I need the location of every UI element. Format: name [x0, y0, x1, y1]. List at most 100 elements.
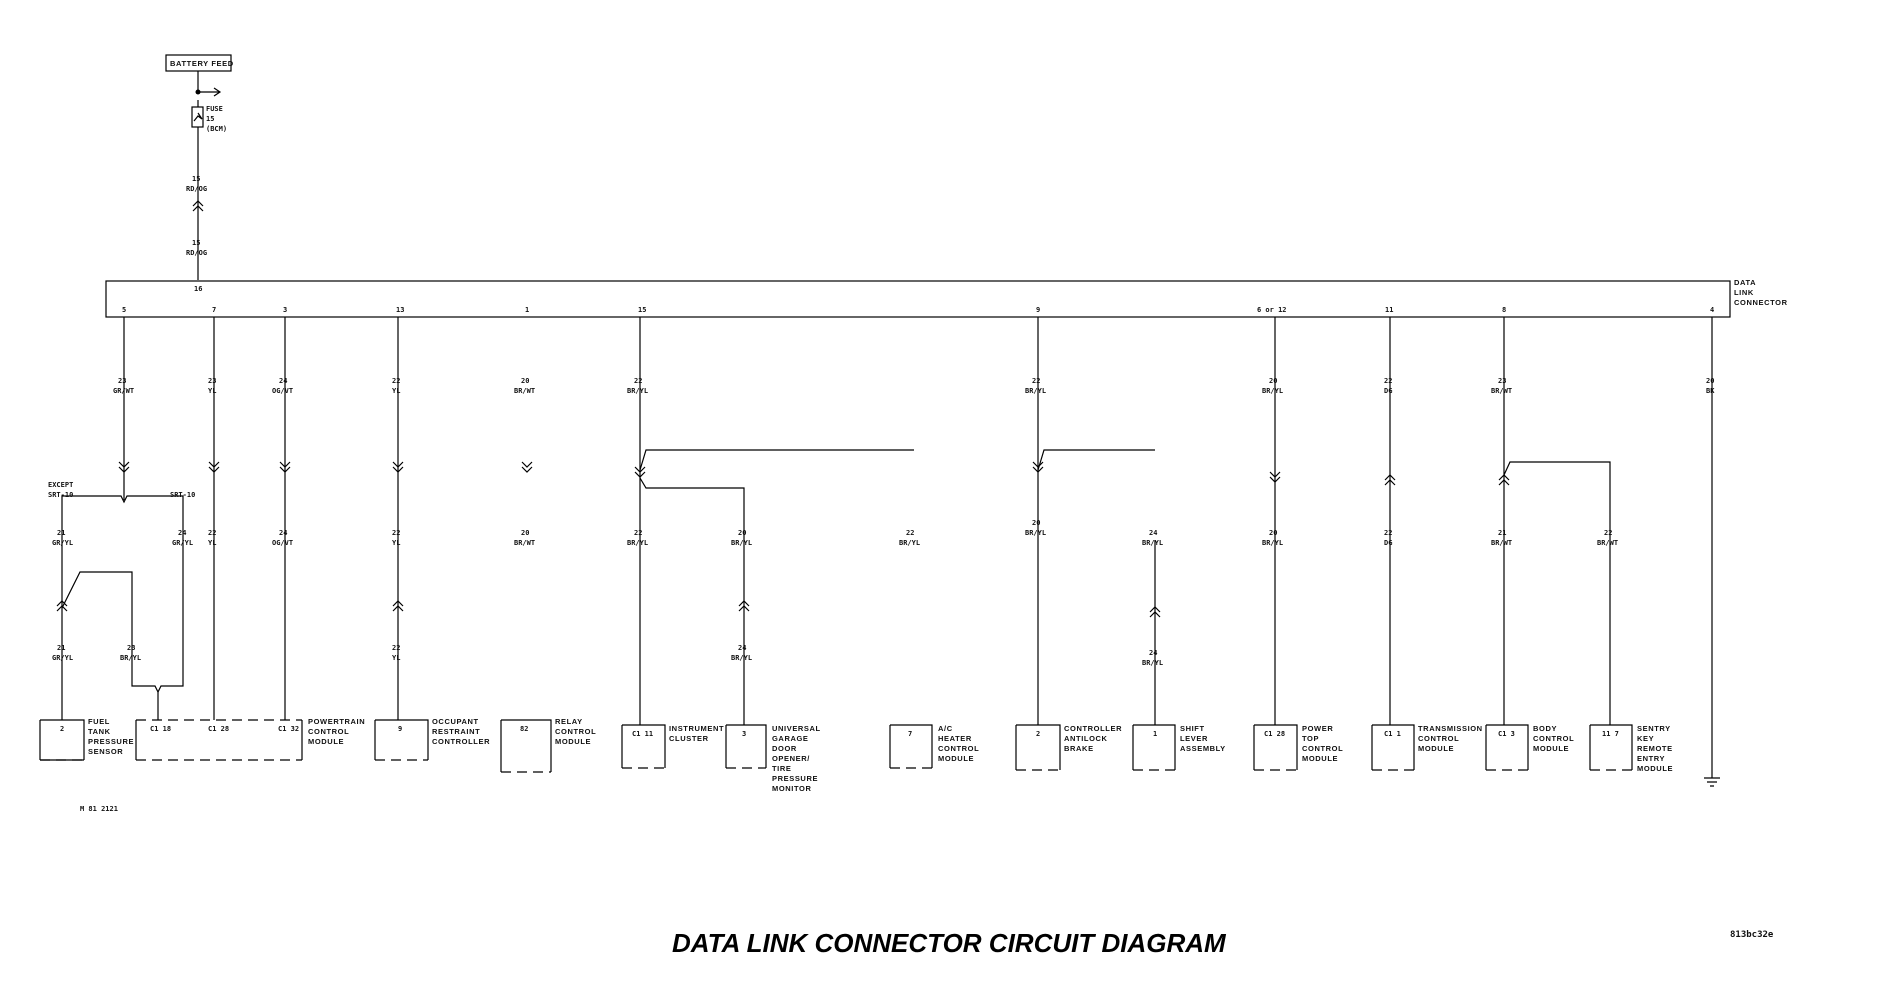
module-name: RESTRAINT	[432, 727, 480, 736]
wire-color: BR/WT	[1597, 539, 1618, 547]
module-box-orc	[374, 719, 429, 760]
module-name: DOOR	[772, 744, 797, 753]
figure-id: 813bc32e	[1730, 930, 1774, 940]
wire-gauge: 21	[57, 529, 65, 537]
wire-color: GR/YL	[172, 539, 193, 547]
module-pin: 7	[908, 730, 912, 738]
wire-color: BR/WT	[1491, 387, 1512, 395]
wire-gauge: 24	[279, 377, 287, 385]
splice-dot	[195, 89, 201, 95]
srt-label: SRT-10	[170, 491, 195, 499]
module-box-hvac	[889, 724, 933, 768]
wire-gauge: 23	[127, 644, 135, 652]
chevron	[118, 461, 130, 473]
wire-gauge: 22	[1384, 529, 1392, 537]
wire-color: BR/WT	[514, 539, 535, 547]
modules: 2 FUEL TANK PRESSURE SENSOR C1 18 C1 28 …	[39, 717, 1673, 793]
module-name: A/C	[938, 724, 953, 733]
module-name: MODULE	[1418, 744, 1454, 753]
connector-chevrons	[56, 461, 1510, 618]
pin-label: 8	[1502, 306, 1506, 314]
module-name: OCCUPANT	[432, 717, 479, 726]
wire-color: GR/YL	[52, 539, 73, 547]
wire-gauge: 22	[634, 529, 642, 537]
fuse-label-2: 15	[206, 115, 214, 123]
wire-pin9-branch	[1037, 449, 1155, 471]
wire-gauge: 20	[1269, 529, 1277, 537]
connector-chevron	[192, 200, 204, 212]
module-name: TIRE	[772, 764, 791, 773]
wire-color: BR/YL	[1142, 659, 1163, 667]
except-srt-label-2: SRT-10	[48, 491, 73, 499]
module-pin: C1 28	[208, 725, 229, 733]
wire-color: YL	[392, 654, 400, 662]
module-name: UNIVERSAL	[772, 724, 821, 733]
bottom-bracket	[131, 682, 184, 694]
module-box-power-top	[1253, 724, 1298, 770]
bottom-reference: M 81 2121	[80, 805, 118, 813]
wire-gauge: 20	[1269, 377, 1277, 385]
wire-gauge: 22	[1032, 377, 1040, 385]
module-name: TOP	[1302, 734, 1319, 743]
wire-color: GR/YL	[52, 654, 73, 662]
chevron	[392, 600, 404, 612]
chevron	[634, 466, 646, 478]
module-name: TRANSMISSION	[1418, 724, 1483, 733]
module-pin: 82	[520, 725, 528, 733]
module-name: CONTROLLER	[1064, 724, 1122, 733]
pin-label: 3	[283, 306, 287, 314]
wire-gauge: 23	[118, 377, 126, 385]
wire-gauge: 24	[1149, 649, 1157, 657]
wire-color: OG/VT	[272, 387, 293, 395]
module-name: CLUSTER	[669, 734, 709, 743]
dlc-label-3: CONNECTOR	[1734, 298, 1788, 307]
lower-wire-color: RD/OG	[186, 249, 207, 257]
wire-color: BK	[1706, 387, 1715, 395]
data-link-connector	[105, 280, 1731, 318]
mid-wire-labels: 21 GR/YL 24 GR/YL 22 YL 24 OG/VT 22 YL 2…	[52, 519, 1618, 547]
module-pin: C1 3	[1498, 730, 1515, 738]
module-name: FUEL	[88, 717, 110, 726]
module-name: POWERTRAIN	[308, 717, 365, 726]
module-name: RELAY	[555, 717, 583, 726]
module-pin: C1 18	[150, 725, 171, 733]
chevron	[1032, 461, 1044, 473]
module-pin: C1 1	[1384, 730, 1401, 738]
wire-gauge: 22	[392, 377, 400, 385]
wire-gauge: 20	[1032, 519, 1040, 527]
module-name: BODY	[1533, 724, 1557, 733]
module-name: CONTROL	[938, 744, 979, 753]
battery-feed-wire	[197, 71, 222, 97]
module-name: MODULE	[308, 737, 344, 746]
wire-color: BR/YL	[1262, 539, 1283, 547]
wire-gauge: 22	[208, 529, 216, 537]
module-name: PRESSURE	[772, 774, 818, 783]
module-name: MODULE	[1533, 744, 1569, 753]
wire-color: BR/YL	[899, 539, 920, 547]
wire-color: BR/WT	[1491, 539, 1512, 547]
module-name: MODULE	[1637, 764, 1673, 773]
battery-feed-label: BATTERY FEED	[170, 59, 234, 68]
module-name: MONITOR	[772, 784, 811, 793]
wire-gauge: 22	[392, 529, 400, 537]
module-box-bcm	[1485, 724, 1529, 770]
ground-symbol	[1704, 777, 1720, 787]
wire-gauge: 24	[279, 529, 287, 537]
module-name: TANK	[88, 727, 111, 736]
module-name: LEVER	[1180, 734, 1208, 743]
wire-gauge: 23	[1498, 377, 1506, 385]
module-name: CONTROL	[1418, 734, 1459, 743]
wire-color: YL	[208, 387, 216, 395]
module-name: REMOTE	[1637, 744, 1673, 753]
upper-wire-gauge: 15	[192, 175, 200, 183]
wire-color: DG	[1384, 539, 1392, 547]
module-name: HEATER	[938, 734, 972, 743]
wire-color: BR/YL	[1142, 539, 1163, 547]
wire-color: BR/WT	[514, 387, 535, 395]
module-box-skreem	[1589, 724, 1633, 770]
module-box-shift	[1132, 724, 1176, 770]
module-name: PRESSURE	[88, 737, 134, 746]
wire-color: DG	[1384, 387, 1392, 395]
wire-gauge: 20	[521, 377, 529, 385]
